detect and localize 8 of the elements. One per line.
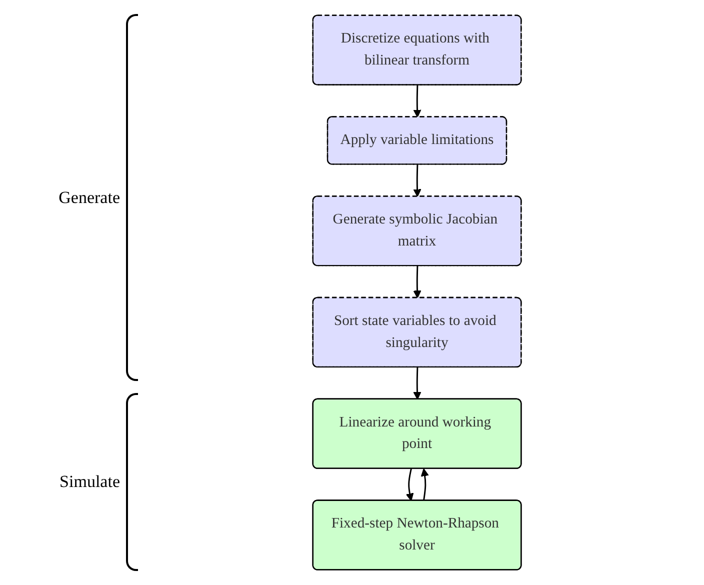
group-label: Simulate: [60, 472, 120, 492]
arrow: [420, 468, 429, 501]
group-label: Generate: [58, 188, 120, 208]
arrow: [413, 164, 422, 197]
arrow: [413, 266, 422, 298]
arrow: [413, 85, 422, 118]
arrow: [406, 468, 414, 502]
arrow: [413, 367, 422, 400]
